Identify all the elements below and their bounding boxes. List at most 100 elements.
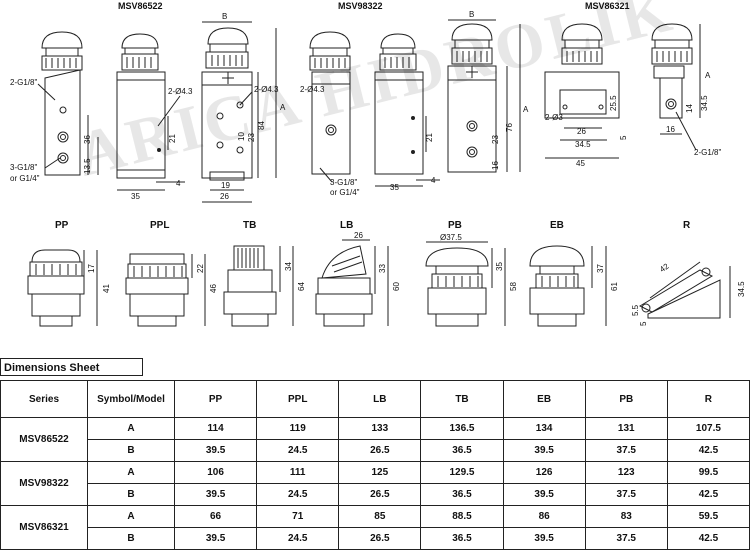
head-r-dim-0: 42 [658, 261, 671, 274]
head-ppl-drawing [125, 253, 189, 327]
header-series: Series [0, 380, 88, 418]
value-cell: 71 [256, 505, 340, 528]
msv86321-side-view [651, 23, 693, 119]
value-cell: 24.5 [256, 527, 340, 550]
head-label-r: R [683, 220, 691, 231]
head-eb-drawing [529, 245, 585, 327]
value-cell: 66 [173, 505, 258, 528]
value-cell: 114 [173, 417, 258, 440]
header-eb: EB [502, 380, 586, 418]
value-cell: 39.5 [173, 483, 258, 506]
value-cell: 86 [502, 505, 586, 528]
dim-4: 4 [176, 179, 181, 188]
value-cell: 36.5 [420, 527, 504, 550]
value-cell: 39.5 [502, 527, 586, 550]
table-row: MSV86321 A 66 71 85 88.5 86 83 59.5 [0, 505, 750, 550]
head-tb-drawing [223, 245, 277, 327]
dim-hole-86522-left: 2-Ø4.3 [168, 87, 193, 96]
value-cell: 85 [338, 505, 422, 528]
head-pb-drawing [425, 247, 489, 327]
head-label-eb: EB [550, 220, 564, 231]
table-row: B 39.5 24.5 26.5 36.5 39.5 37.5 42.5 [1, 439, 750, 462]
head-eb-dim-0: 37 [596, 264, 605, 273]
value-cell: 126 [502, 461, 586, 484]
value-cell: 26.5 [338, 439, 422, 462]
head-pp-dim-1: 41 [102, 284, 111, 293]
dim-19: 19 [221, 181, 230, 190]
table-row: B 39.5 24.5 26.5 36.5 39.5 37.5 42.5 [1, 483, 750, 506]
head-ppl-dim-0: 22 [196, 264, 205, 273]
value-cell: 129.5 [420, 461, 504, 484]
msv86321-top-view [544, 23, 620, 119]
head-lb-dim-2: 60 [392, 282, 401, 291]
dim-14: 14 [685, 104, 694, 113]
value-cell: 26.5 [338, 483, 422, 506]
technical-drawings: MSV86522 MSV98322 MSV86321 2-G1/8" 3-G1/… [10, 1, 746, 327]
dim-76: 76 [505, 123, 514, 132]
value-cell: 24.5 [256, 439, 340, 462]
series-cell: MSV98322 [0, 461, 88, 506]
head-pp-dim-0: 17 [87, 264, 96, 273]
label-a-86321-side: A [705, 71, 711, 80]
symbol-cell: B [87, 439, 175, 462]
value-cell: 37.5 [584, 527, 668, 550]
value-cell: 37.5 [584, 439, 668, 462]
head-tb-dim-0: 34 [284, 262, 293, 271]
view-title-msv86321: MSV86321 [585, 1, 630, 11]
header-r: R [666, 380, 750, 418]
view-title-msv98322: MSV98322 [338, 1, 383, 11]
value-cell: 131 [584, 417, 668, 440]
dim-34-5: 34.5 [575, 140, 591, 149]
dim-hole-86321: 2-Ø3 [545, 113, 563, 122]
series-cell: MSV86321 [0, 505, 88, 550]
value-cell: 42.5 [666, 439, 750, 462]
dim-36: 36 [83, 135, 92, 144]
dim-port-b2: or G1/4" [10, 174, 40, 183]
value-cell: 39.5 [502, 439, 586, 462]
symbol-cell: B [87, 483, 175, 506]
dim-34-5b: 34.5 [700, 95, 709, 111]
msv86321-main-view [447, 23, 497, 173]
label-a-86522: A [280, 103, 286, 112]
label-b-86321: B [469, 10, 474, 19]
header-tb: TB [420, 380, 504, 418]
dim-84: 84 [257, 121, 266, 130]
value-cell: 59.5 [666, 505, 750, 528]
dim-16b: 16 [666, 125, 675, 134]
value-cell: 119 [256, 417, 340, 440]
value-cell: 88.5 [420, 505, 504, 528]
value-cell: 111 [256, 461, 340, 484]
dim-35: 35 [131, 192, 140, 201]
value-cell: 39.5 [502, 483, 586, 506]
value-cell: 36.5 [420, 439, 504, 462]
value-cell: 36.5 [420, 483, 504, 506]
value-cell: 107.5 [666, 417, 750, 440]
head-lb-drawing [315, 245, 373, 327]
value-cell: 26.5 [338, 527, 422, 550]
dim-26-86321: 26 [577, 127, 586, 136]
table-row: MSV86522 A 114 119 133 136.5 134 131 107… [0, 417, 750, 462]
dim-25-5: 25.5 [609, 95, 618, 111]
table-row: MSV98322 A 106 111 125 129.5 126 123 99.… [0, 461, 750, 506]
head-label-pb: PB [448, 220, 462, 231]
head-label-ppl: PPL [150, 220, 169, 231]
head-label-tb: TB [243, 220, 256, 231]
value-cell: 106 [173, 461, 258, 484]
dim-26-86522: 26 [220, 192, 229, 201]
label-a-86321: A [523, 105, 529, 114]
dim-port-b: 3-G1/8" [10, 163, 37, 172]
dim-5: 5 [619, 135, 628, 140]
dim-21-98322: 21 [425, 133, 434, 142]
dim-4-98322: 4 [431, 176, 436, 185]
header-lb: LB [338, 380, 422, 418]
head-r-dim-3: 5 [639, 321, 648, 326]
dim-35-98322: 35 [390, 183, 399, 192]
value-cell: 37.5 [584, 483, 668, 506]
dim-port-86321: 2-G1/8" [694, 148, 721, 157]
table-header-row: Series Symbol/Model PP PPL LB TB EB PB R [0, 380, 750, 418]
msv86522-front-view [116, 33, 166, 191]
value-cell: 134 [502, 417, 586, 440]
dimensions-sheet-title: Dimensions Sheet [0, 358, 143, 376]
symbol-cell: A [87, 505, 175, 528]
dim-hole-98322: 2-Ø4.3 [300, 85, 325, 94]
